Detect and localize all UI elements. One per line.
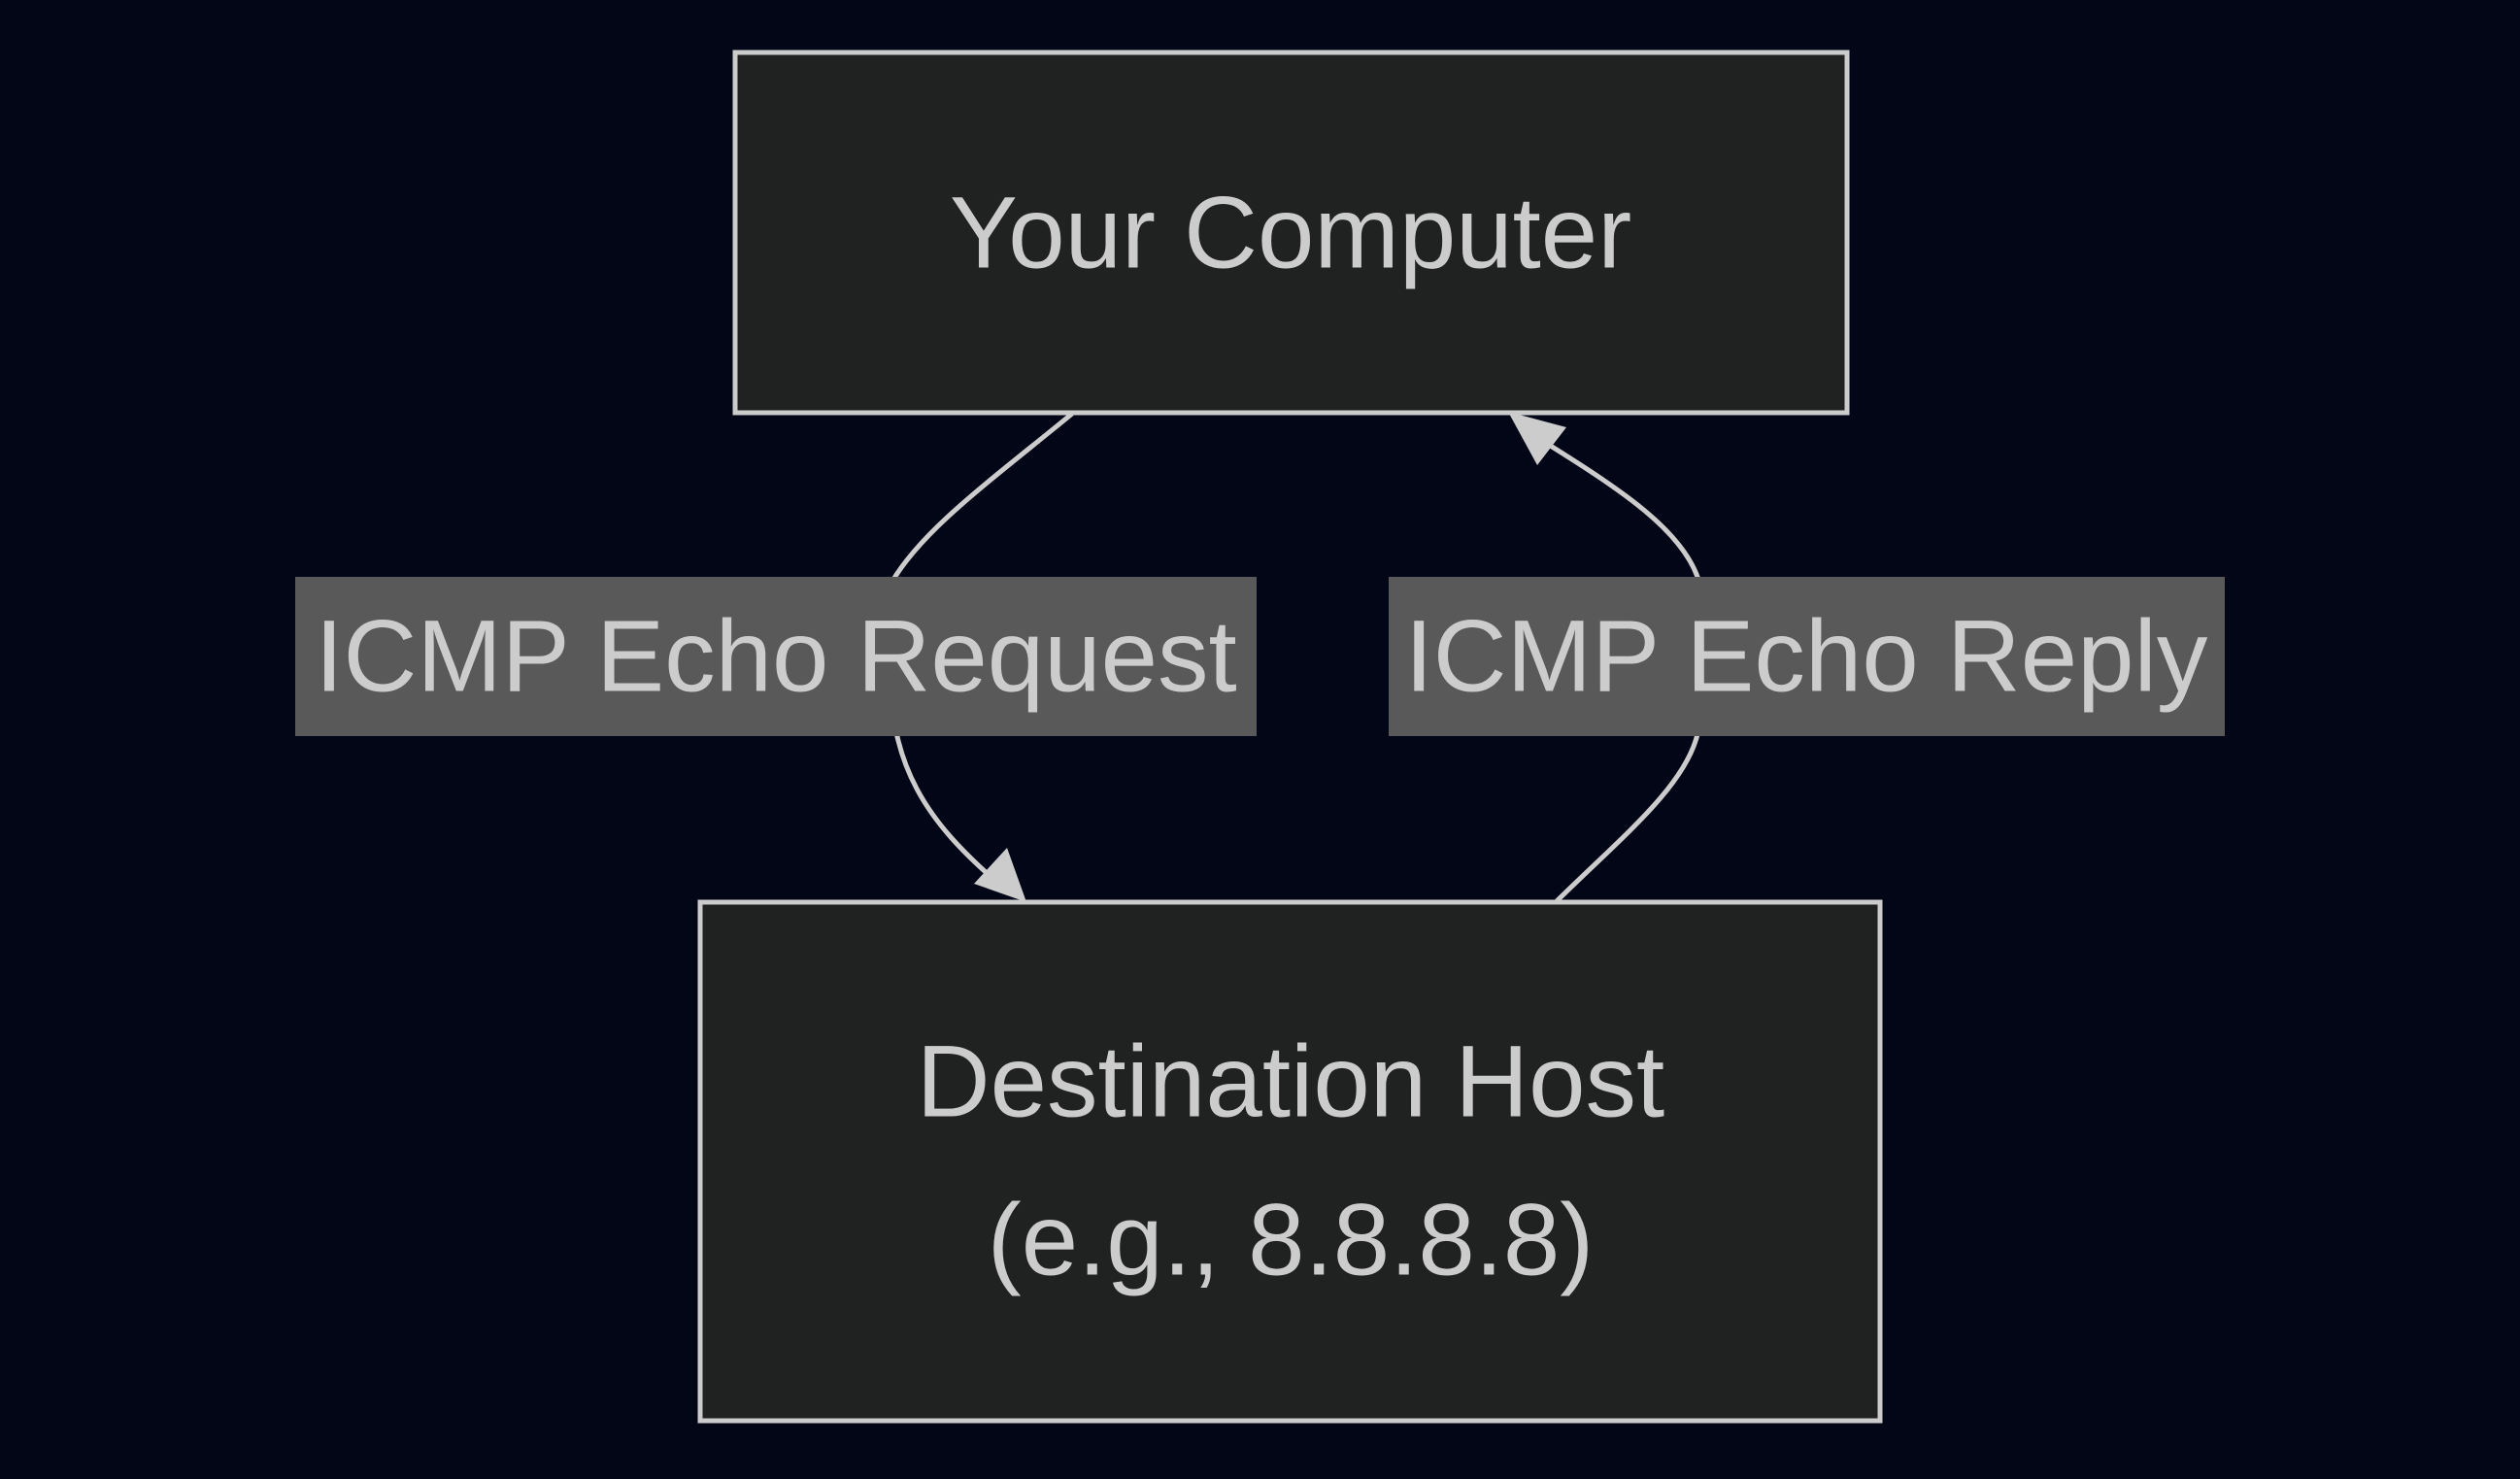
- node-destination-host: Destination Host (e.g., 8.8.8.8): [697, 899, 1883, 1424]
- edge-label-reply: ICMP Echo Reply: [1389, 577, 2225, 736]
- node-your-computer-box: [732, 50, 1850, 416]
- node-destination-host-box: [697, 899, 1883, 1424]
- node-destination-host-label-line1: Destination Host: [917, 1025, 1664, 1139]
- node-your-computer-label: Your Computer: [950, 177, 1631, 290]
- edge-label-request-bg: [295, 577, 1257, 736]
- edge-label-request: ICMP Echo Request: [295, 577, 1257, 736]
- edge-label-request-text: ICMP Echo Request: [315, 600, 1236, 714]
- node-destination-host-label-line2: (e.g., 8.8.8.8): [988, 1184, 1595, 1297]
- edge-request-arrowhead: [974, 848, 1026, 902]
- edge-label-reply-text: ICMP Echo Reply: [1405, 600, 2208, 714]
- node-your-computer: Your Computer: [732, 50, 1850, 416]
- edge-reply-arrowhead: [1508, 412, 1566, 465]
- edge-label-reply-bg: [1389, 577, 2225, 736]
